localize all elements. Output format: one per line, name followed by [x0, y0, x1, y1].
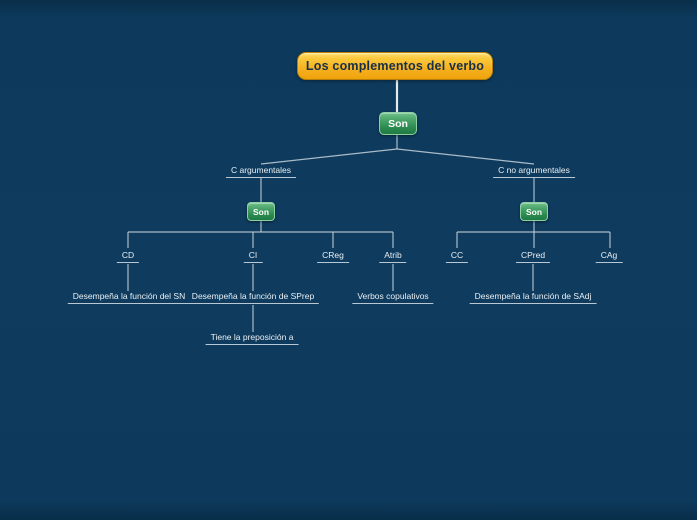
- node-cpred[interactable]: CPred: [515, 250, 551, 263]
- node-ci-detail[interactable]: Desempeña la función de SPrep: [186, 291, 320, 304]
- branch-argumentales-label[interactable]: C argumentales: [225, 165, 297, 178]
- node-cd[interactable]: CD: [116, 250, 140, 263]
- root-connector-node[interactable]: Son: [379, 112, 417, 135]
- root-topic-node[interactable]: Los complementos del verbo: [297, 52, 493, 80]
- node-atrib[interactable]: Atrib: [379, 250, 407, 263]
- node-cag[interactable]: CAg: [595, 250, 623, 263]
- branch-no-argumentales-label[interactable]: C no argumentales: [493, 165, 575, 178]
- node-cc[interactable]: CC: [445, 250, 469, 263]
- argumentales-connector-node[interactable]: Son: [247, 202, 275, 221]
- node-ci-detail-2[interactable]: Tiene la preposición a: [205, 332, 299, 345]
- node-cd-detail[interactable]: Desempeña la función del SN: [67, 291, 191, 304]
- node-creg[interactable]: CReg: [317, 250, 349, 263]
- no-argumentales-connector-node[interactable]: Son: [520, 202, 548, 221]
- node-atrib-detail[interactable]: Verbos copulativos: [352, 291, 434, 304]
- node-ci[interactable]: CI: [243, 250, 263, 263]
- node-cpred-detail[interactable]: Desempeña la función de SAdj: [469, 291, 597, 304]
